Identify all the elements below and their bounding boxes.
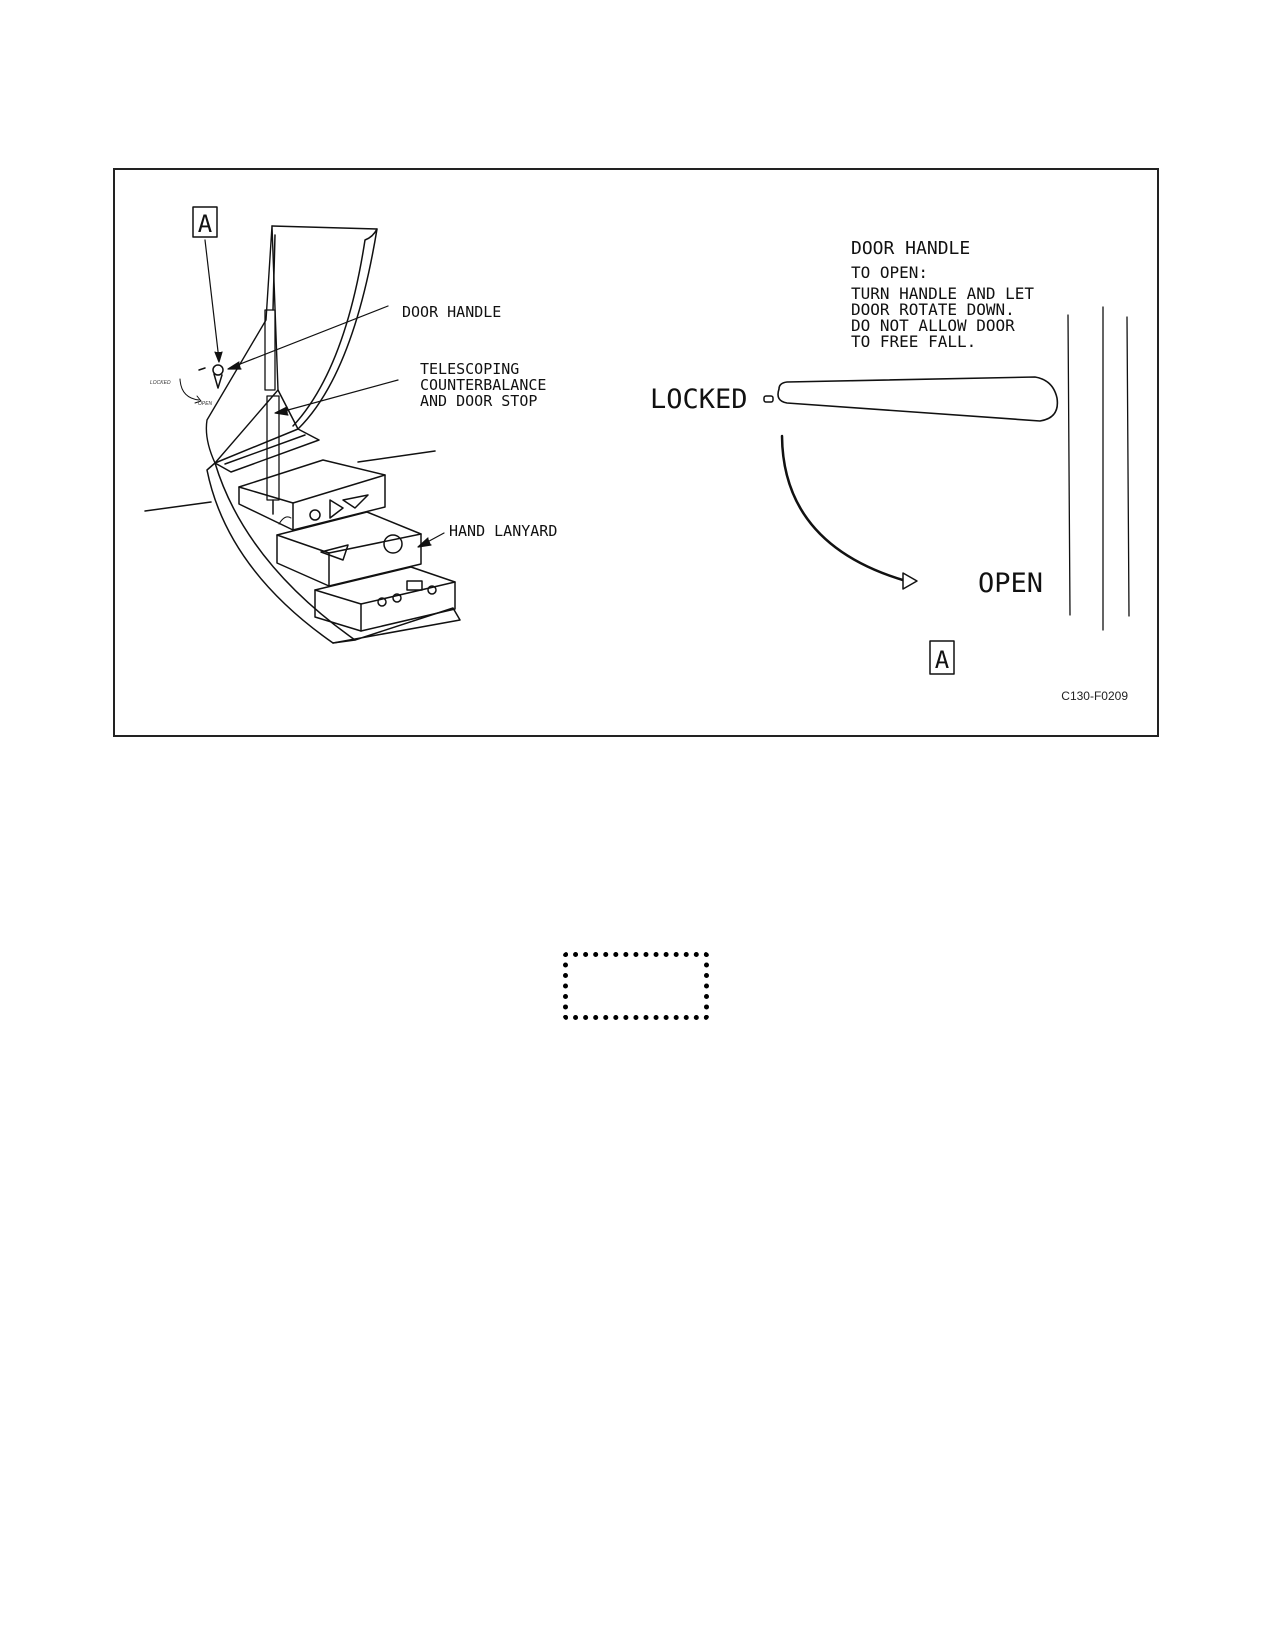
view-marker-a: A (198, 210, 213, 238)
small-locked-label: LOCKED (150, 380, 171, 386)
blank-page-placeholder (563, 952, 709, 1020)
door-stair-drawing (144, 225, 461, 644)
detail-locked-label: LOCKED (650, 384, 748, 415)
view-marker-box (192, 206, 218, 238)
callout-door-stop: AND DOOR STOP (420, 392, 537, 410)
figure-frame: A LOCKED OPEN DOOR HANDLE TELESCOPING CO… (113, 168, 1159, 737)
instruction-line-3: DO NOT ALLOW DOOR (851, 316, 1015, 335)
callout-door-handle: DOOR HANDLE (402, 303, 501, 321)
detail-title: DOOR HANDLE (851, 238, 970, 259)
instruction-line-2: DOOR ROTATE DOWN. (851, 300, 1015, 319)
detail-a-drawing (763, 306, 1130, 631)
callout-telescoping: TELESCOPING (420, 360, 519, 378)
callout-hand-lanyard: HAND LANYARD (449, 522, 557, 540)
figure-id: C130-F0209 (1061, 689, 1128, 703)
left-leader-lines (204, 239, 445, 548)
instruction-line-4: TO FREE FALL. (851, 332, 976, 351)
small-open-label: OPEN (198, 401, 213, 407)
view-marker-a-detail: A (935, 646, 950, 674)
view-marker-box-detail (929, 640, 955, 675)
instruction-heading: TO OPEN: (851, 263, 928, 282)
detail-open-label: OPEN (978, 568, 1043, 599)
callout-counterbalance: COUNTERBALANCE (420, 376, 546, 394)
instruction-line-1: TURN HANDLE AND LET (851, 284, 1034, 303)
door-illustration: A LOCKED OPEN DOOR HANDLE TELESCOPING CO… (144, 206, 1130, 703)
